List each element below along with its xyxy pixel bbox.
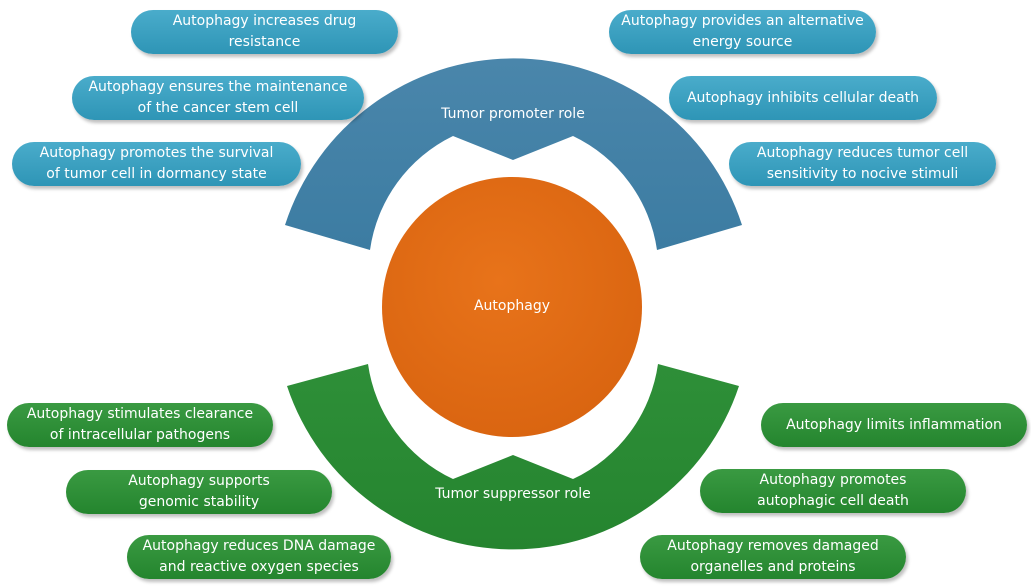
promoter-item-alternative-energy: Autophagy provides an alternative energy… — [609, 10, 876, 54]
suppressor-item-genomic-stability: Autophagy supports genomic stability — [66, 470, 332, 514]
promoter-arc — [285, 58, 742, 250]
promoter-label: Tumor promoter role — [441, 106, 585, 122]
autophagy-circle — [382, 177, 642, 437]
suppressor-item-autophagic-cell-death: Autophagy promotes autophagic cell death — [700, 469, 966, 513]
suppressor-arc — [287, 364, 739, 550]
center-label: Autophagy — [473, 298, 550, 314]
promoter-item-cancer-stem-cell: Autophagy ensures the maintenance of the… — [72, 76, 364, 120]
suppressor-item-removes-organelles: Autophagy removes damaged organelles and… — [640, 535, 906, 579]
suppressor-item-pathogen-clearance: Autophagy stimulates clearance of intrac… — [7, 403, 273, 447]
promoter-item-drug-resistance: Autophagy increases drug resistance — [131, 10, 398, 54]
promoter-item-dormancy-survival: Autophagy promotes the survival of tumor… — [12, 142, 301, 186]
promoter-item-reduces-sensitivity: Autophagy reduces tumor cell sensitivity… — [729, 142, 996, 186]
suppressor-item-dna-damage: Autophagy reduces DNA damage and reactiv… — [127, 535, 391, 579]
promoter-item-inhibits-death: Autophagy inhibits cellular death — [669, 76, 937, 120]
suppressor-item-limits-inflammation: Autophagy limits inflammation — [761, 403, 1027, 447]
suppressor-label: Tumor suppressor role — [435, 486, 591, 502]
